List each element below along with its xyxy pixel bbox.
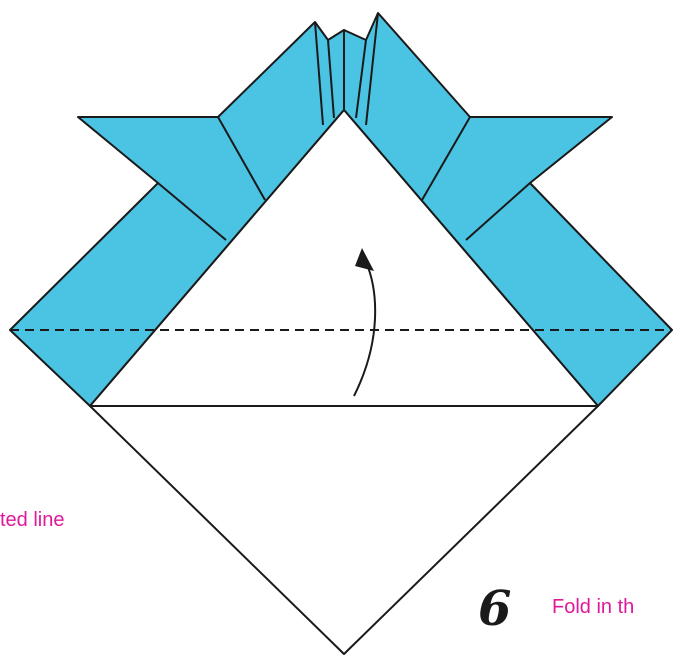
caption-left-partial: ted line	[0, 509, 65, 531]
caption-right-partial: Fold in th	[552, 596, 635, 618]
arrow-head-icon	[355, 248, 374, 271]
step-number: 6	[478, 581, 512, 637]
flap-crease	[365, 12, 379, 126]
flap-crease	[217, 116, 266, 201]
flap-crease	[314, 21, 324, 126]
flap-crease	[327, 39, 335, 119]
fold-arrow	[353, 261, 377, 397]
flap-crease	[157, 182, 227, 241]
lower-white-triangle	[89, 405, 599, 655]
flap-crease	[421, 116, 471, 201]
flap-crease	[355, 39, 367, 119]
flap-crease	[465, 182, 531, 241]
